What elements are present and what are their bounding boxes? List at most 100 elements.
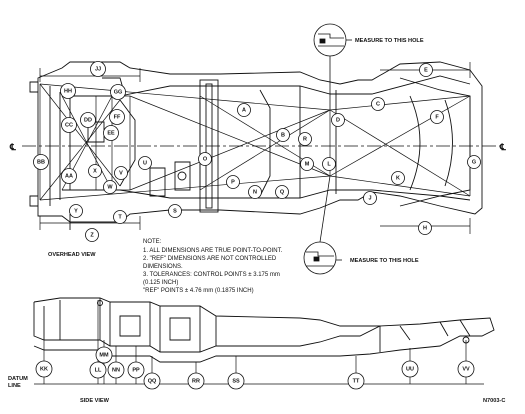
notes-block: NOTE: 1. ALL DIMENSIONS ARE TRUE POINT-T… (143, 239, 283, 294)
label-bubble (103, 180, 117, 194)
label-text: F (435, 114, 439, 120)
label-bubble (187, 372, 205, 390)
label-bubble (90, 61, 106, 77)
point-label-g: G (467, 155, 481, 169)
label-text: LL (95, 367, 102, 373)
point-label-t: T (113, 210, 127, 224)
label-text: G (472, 159, 476, 165)
point-label-ll: LL (89, 361, 107, 379)
point-label-ss: SS (227, 372, 245, 390)
label-text: J (368, 195, 371, 201)
label-text: VV (462, 366, 470, 372)
label-text: PP (132, 367, 140, 373)
overhead-view-caption: OVERHEAD VIEW (48, 252, 96, 258)
label-bubble (331, 113, 345, 127)
label-text: HH (64, 88, 72, 94)
point-label-hh: HH (60, 83, 76, 99)
label-text: CC (65, 122, 73, 128)
label-text: M (305, 161, 310, 167)
label-bubble (127, 361, 145, 379)
point-label-b: B (276, 128, 290, 142)
label-bubble (113, 210, 127, 224)
label-text: JJ (95, 66, 101, 72)
point-label-nn: NN (107, 361, 125, 379)
side-view-caption: SIDE VIEW (80, 398, 110, 404)
point-label-h: H (418, 221, 432, 235)
point-label-x: X (88, 164, 102, 178)
label-bubble (418, 221, 432, 235)
point-label-f: F (430, 110, 444, 124)
label-bubble (95, 346, 113, 364)
overhead-point-labels: ABCDEFGHJKLMNOPQRSTUVWXYZAABBCCDDEEFFGGH… (33, 61, 481, 242)
label-text: R (303, 136, 307, 142)
label-bubble (371, 97, 385, 111)
label-bubble (33, 154, 49, 170)
label-text: C (376, 101, 380, 107)
label-bubble (60, 83, 76, 99)
label-text: DD (84, 117, 92, 123)
point-label-ee: EE (103, 125, 119, 141)
label-bubble (248, 185, 262, 199)
point-label-m: M (300, 157, 314, 171)
point-label-r: R (298, 132, 312, 146)
point-label-u: U (138, 156, 152, 170)
point-label-cc: CC (61, 117, 77, 133)
point-label-tt: TT (347, 372, 365, 390)
point-label-vv: VV (457, 360, 475, 378)
label-text: W (107, 184, 113, 190)
point-label-s: S (168, 204, 182, 218)
point-label-jj: JJ (90, 61, 106, 77)
label-bubble (401, 360, 419, 378)
label-text: TT (353, 378, 360, 384)
point-label-z: Z (85, 228, 99, 242)
label-text: E (424, 67, 428, 73)
label-text: AA (65, 173, 73, 179)
label-text: BB (37, 159, 45, 165)
label-text: GG (114, 89, 123, 95)
label-bubble (276, 128, 290, 142)
overhead-measurement-lines (22, 62, 500, 234)
datum-line-caption: DATUM (8, 376, 28, 382)
label-bubble (80, 112, 96, 128)
point-label-v: V (114, 166, 128, 180)
point-label-uu: UU (401, 360, 419, 378)
label-text: T (118, 214, 122, 220)
point-label-ff: FF (109, 109, 125, 125)
label-bubble (35, 360, 53, 378)
note-line: DIMENSIONS. (143, 264, 183, 270)
label-text: FF (114, 114, 121, 120)
label-bubble (347, 372, 365, 390)
note-line: (0.125 INCH) (143, 280, 178, 286)
label-bubble (69, 204, 83, 218)
label-text: UU (406, 366, 414, 372)
label-bubble (143, 372, 161, 390)
point-label-mm: MM (95, 346, 113, 364)
point-label-kk: KK (35, 360, 53, 378)
point-label-l: L (322, 157, 336, 171)
label-bubble (457, 360, 475, 378)
label-bubble (88, 164, 102, 178)
label-text: MM (99, 352, 109, 358)
label-bubble (89, 361, 107, 379)
label-text: KK (40, 366, 48, 372)
label-bubble (168, 204, 182, 218)
figure-id: N7003-C (483, 398, 505, 404)
label-text: V (119, 170, 123, 176)
label-text: L (327, 161, 331, 167)
callout-measure-hole-top (313, 23, 352, 110)
label-text: Z (90, 232, 94, 238)
point-label-p: P (226, 175, 240, 189)
label-text: P (231, 179, 235, 185)
datum-line-caption: LINE (8, 383, 21, 389)
point-label-o: O (198, 152, 212, 166)
label-text: A (242, 107, 246, 113)
label-text: Y (74, 208, 78, 214)
note-line: 1. ALL DIMENSIONS ARE TRUE POINT-TO-POIN… (143, 248, 283, 254)
point-label-k: K (391, 171, 405, 185)
point-label-j: J (363, 191, 377, 205)
label-text: D (336, 117, 340, 123)
label-text: Q (280, 189, 285, 195)
label-bubble (114, 166, 128, 180)
